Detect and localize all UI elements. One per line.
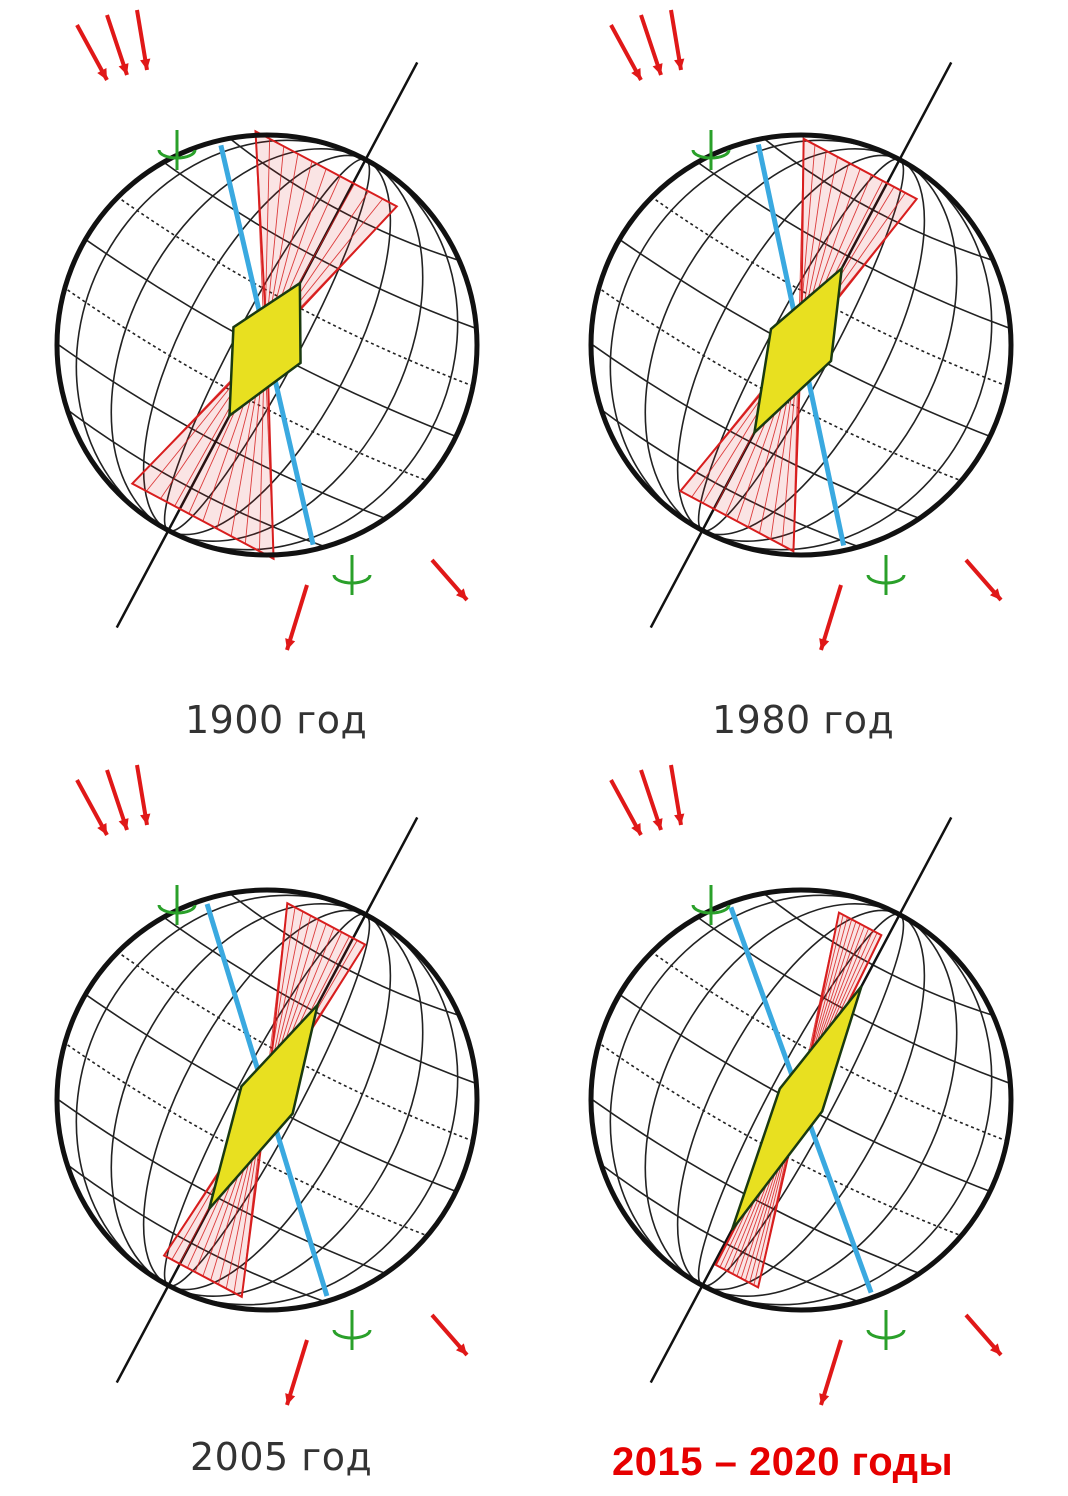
globe-diagram-2015-2020 bbox=[588, 764, 1014, 1406]
green-rotation-icon bbox=[691, 130, 906, 595]
yellow-core bbox=[228, 280, 302, 419]
globe-diagram-1900 bbox=[54, 9, 480, 651]
red-arrow-icon bbox=[609, 9, 1003, 651]
parallel-line bbox=[101, 940, 477, 1149]
parallel-line bbox=[57, 275, 447, 489]
parallel-line bbox=[57, 1030, 447, 1244]
parallel-line bbox=[591, 1030, 981, 1244]
yellow-core bbox=[730, 985, 863, 1231]
yellow-core bbox=[207, 1000, 320, 1210]
caption-2005: 2005 год bbox=[190, 1435, 373, 1479]
globe-diagram-1980 bbox=[588, 9, 1014, 651]
diagram-panel-2015-2020 bbox=[534, 755, 1068, 1435]
globe-outline bbox=[54, 887, 480, 1313]
diagram-panel-1900 bbox=[0, 0, 534, 690]
red-arrow-icon bbox=[609, 764, 1003, 1406]
caption-1980: 1980 год bbox=[712, 698, 895, 742]
diagram-panel-1980 bbox=[534, 0, 1068, 690]
caption-2015-2020: 2015 – 2020 годы bbox=[612, 1440, 954, 1484]
green-rotation-icon bbox=[157, 885, 372, 1350]
globe-outline bbox=[588, 132, 1014, 558]
diagram-panel-2005 bbox=[0, 755, 534, 1435]
globe-diagram-2005 bbox=[54, 764, 480, 1406]
yellow-core bbox=[752, 265, 844, 436]
green-rotation-icon bbox=[691, 885, 906, 1350]
globe-outline bbox=[54, 132, 480, 558]
green-rotation-icon bbox=[157, 130, 372, 595]
red-arrow-icon bbox=[75, 9, 469, 651]
red-arrow-icon bbox=[75, 764, 469, 1406]
parallel-line bbox=[635, 940, 1011, 1149]
globe-outline bbox=[588, 887, 1014, 1313]
parallel-line bbox=[591, 275, 981, 489]
caption-1900: 1900 год bbox=[185, 698, 368, 742]
parallel-line bbox=[101, 185, 477, 394]
parallel-line bbox=[635, 185, 1011, 394]
